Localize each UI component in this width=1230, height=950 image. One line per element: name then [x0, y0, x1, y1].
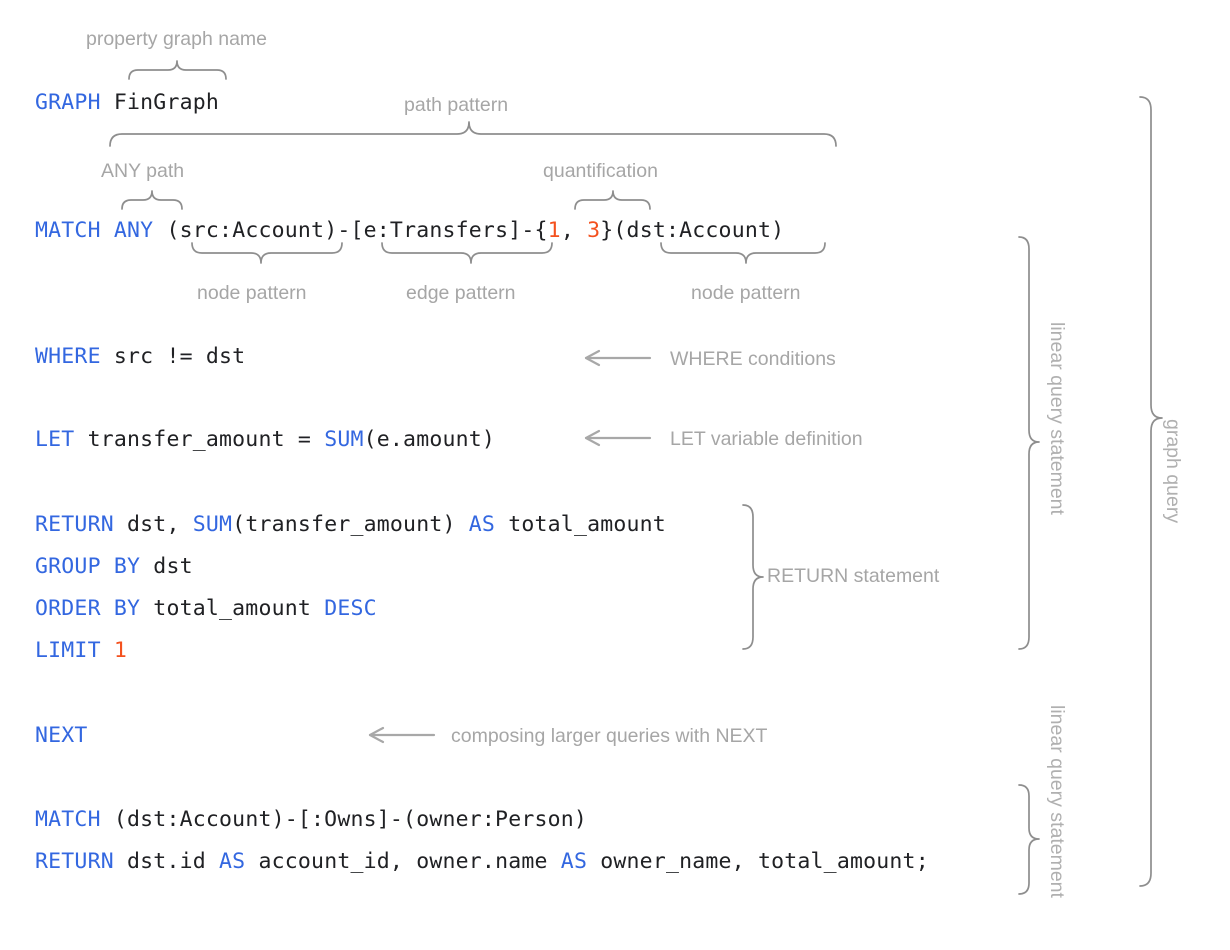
code-line-return-2: RETURN dst.id AS account_id, owner.name …	[35, 851, 929, 873]
label-let-variable-definition: LET variable definition	[670, 428, 863, 450]
arrow-composing-with-next	[368, 726, 436, 744]
code-token: DESC	[324, 596, 377, 621]
code-token: 1	[547, 218, 561, 243]
code-token: LIMIT	[35, 638, 101, 663]
code-line-return-1: RETURN dst, SUM(transfer_amount) AS tota…	[35, 514, 666, 536]
brace-graph-query	[1139, 96, 1163, 887]
brace-property-graph-name	[128, 60, 227, 80]
code-token: GROUP BY	[35, 554, 141, 579]
code-token: 3	[587, 218, 601, 243]
code-token: GRAPH	[35, 90, 101, 115]
code-token: src != dst	[100, 344, 246, 369]
code-token: (e.amount)	[363, 427, 496, 452]
code-token: SUM	[192, 512, 233, 537]
code-token: RETURN	[35, 849, 114, 874]
code-token	[101, 638, 114, 663]
code-token: dst,	[113, 512, 193, 537]
code-token: ,	[560, 218, 588, 243]
label-property-graph-name: property graph name	[86, 28, 268, 50]
brace-linear-query-statement-1	[1018, 236, 1040, 650]
brace-return-statement	[742, 504, 764, 650]
brace-edge-pattern	[381, 242, 553, 264]
code-token: total_amount	[495, 512, 666, 537]
code-token: NEXT	[35, 723, 88, 748]
code-token: ORDER BY	[35, 596, 141, 621]
label-composing-with-next: composing larger queries with NEXT	[451, 725, 768, 747]
code-token: ANY	[113, 218, 154, 243]
code-line-next: NEXT	[35, 725, 88, 747]
brace-quantification	[574, 190, 651, 210]
code-line-group-by: GROUP BY dst	[35, 556, 193, 578]
arrow-where-conditions	[584, 349, 652, 367]
code-token: }(dst:Account)	[600, 218, 785, 243]
code-line-where: WHERE src != dst	[35, 346, 245, 368]
code-token: transfer_amount =	[74, 427, 325, 452]
code-token: dst	[140, 554, 193, 579]
code-token: WHERE	[35, 344, 101, 369]
code-token: 1	[113, 638, 128, 663]
code-token: total_amount	[140, 596, 325, 621]
code-line-match-2: MATCH (dst:Account)-[:Owns]-(owner:Perso…	[35, 809, 587, 831]
code-token: dst.id	[113, 849, 220, 874]
label-path-pattern: path pattern	[404, 94, 509, 116]
label-linear-query-statement-2: linear query statement	[1046, 705, 1068, 898]
code-token: AS	[560, 849, 588, 874]
brace-node-pattern-right	[660, 242, 826, 264]
code-token: owner_name, total_amount;	[587, 849, 929, 874]
brace-linear-query-statement-2	[1018, 784, 1040, 895]
code-token: MATCH	[35, 218, 101, 243]
code-token: SUM	[324, 427, 364, 452]
arrow-let-variable-definition	[584, 429, 652, 447]
code-token: RETURN	[35, 512, 114, 537]
label-quantification: quantification	[543, 160, 658, 182]
code-line-order-by: ORDER BY total_amount DESC	[35, 598, 377, 620]
code-token: MATCH	[35, 807, 101, 832]
label-linear-query-statement-1: linear query statement	[1046, 322, 1068, 515]
label-any-path: ANY path	[101, 160, 185, 182]
code-token: AS	[468, 512, 496, 537]
code-token: (dst:Account)-[:Owns]-(owner:Person)	[100, 807, 588, 832]
label-graph-query: graph query	[1162, 419, 1184, 524]
code-token	[101, 218, 114, 243]
label-where-conditions: WHERE conditions	[670, 348, 836, 370]
label-node-pattern-right: node pattern	[691, 282, 801, 304]
label-edge-pattern: edge pattern	[406, 282, 516, 304]
code-line-let: LET transfer_amount = SUM(e.amount)	[35, 429, 495, 451]
label-return-statement: RETURN statement	[767, 565, 940, 587]
brace-node-pattern-left	[191, 242, 343, 264]
label-node-pattern-left: node pattern	[197, 282, 307, 304]
code-token: AS	[219, 849, 246, 874]
code-token: account_id, owner.name	[245, 849, 561, 874]
code-line-graph: GRAPH FinGraph	[35, 92, 219, 114]
code-token: LET	[35, 427, 75, 452]
code-line-limit: LIMIT 1	[35, 640, 127, 662]
code-token: (src:Account)-[e:Transfers]-{	[153, 218, 548, 243]
code-token: (transfer_amount)	[232, 512, 469, 537]
brace-path-pattern	[109, 121, 837, 147]
code-token: FinGraph	[100, 90, 220, 115]
brace-any-path	[121, 190, 183, 210]
code-line-match: MATCH ANY (src:Account)-[e:Transfers]-{1…	[35, 220, 784, 242]
